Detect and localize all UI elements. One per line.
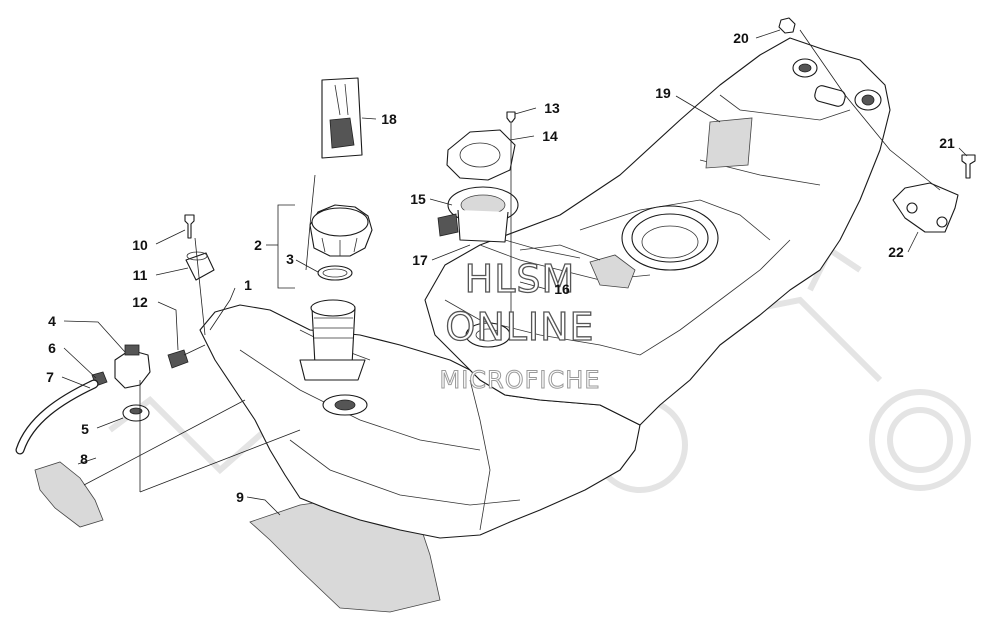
part-8-pad xyxy=(34,461,104,528)
callout-7: 7 xyxy=(46,369,54,385)
callout-14: 14 xyxy=(542,128,558,144)
callout-20: 20 xyxy=(733,30,749,46)
callout-10: 10 xyxy=(132,237,148,253)
part-22-bracket xyxy=(892,182,959,233)
callout-15: 15 xyxy=(410,191,426,207)
callout-13: 13 xyxy=(544,100,560,116)
callout-9: 9 xyxy=(236,489,244,505)
part-7-hose xyxy=(15,379,99,455)
watermark-line-2: ONLINE xyxy=(445,305,594,349)
part-20-nut xyxy=(778,17,796,34)
callout-21: 21 xyxy=(939,135,955,151)
part-21-screw xyxy=(961,154,976,179)
callout-2: 2 xyxy=(254,237,262,253)
part-10-bolt xyxy=(184,214,195,239)
watermark-line-1: HLSM xyxy=(465,257,576,301)
callout-5: 5 xyxy=(81,421,89,437)
callout-19: 19 xyxy=(655,85,671,101)
callout-labels: 1 2 3 4 5 6 7 8 9 10 11 12 13 14 15 16 1… xyxy=(46,30,955,505)
callout-1: 1 xyxy=(244,277,252,293)
tank-label-patch xyxy=(705,117,753,169)
watermark: HLSM ONLINE MICROFICHE xyxy=(439,256,601,394)
callout-22: 22 xyxy=(888,244,904,260)
callout-11: 11 xyxy=(133,267,148,283)
callout-3: 3 xyxy=(286,251,294,267)
callout-12: 12 xyxy=(132,294,148,310)
callout-8: 8 xyxy=(80,451,88,467)
part-13-bolt xyxy=(506,111,516,123)
watermark-line-3: MICROFICHE xyxy=(440,366,601,394)
part-12-clamp xyxy=(167,349,189,369)
part-11-bushing xyxy=(185,252,215,281)
filler-neck xyxy=(311,307,356,366)
callout-4: 4 xyxy=(48,313,56,329)
part-3-seal-ring xyxy=(317,265,353,281)
callout-6: 6 xyxy=(48,340,56,356)
callout-18: 18 xyxy=(381,111,397,127)
leader-lines xyxy=(61,29,968,516)
part-14-gasket xyxy=(446,129,516,181)
callout-16: 16 xyxy=(554,281,570,297)
part-4-valve xyxy=(114,349,151,389)
callout-17: 17 xyxy=(412,252,428,268)
